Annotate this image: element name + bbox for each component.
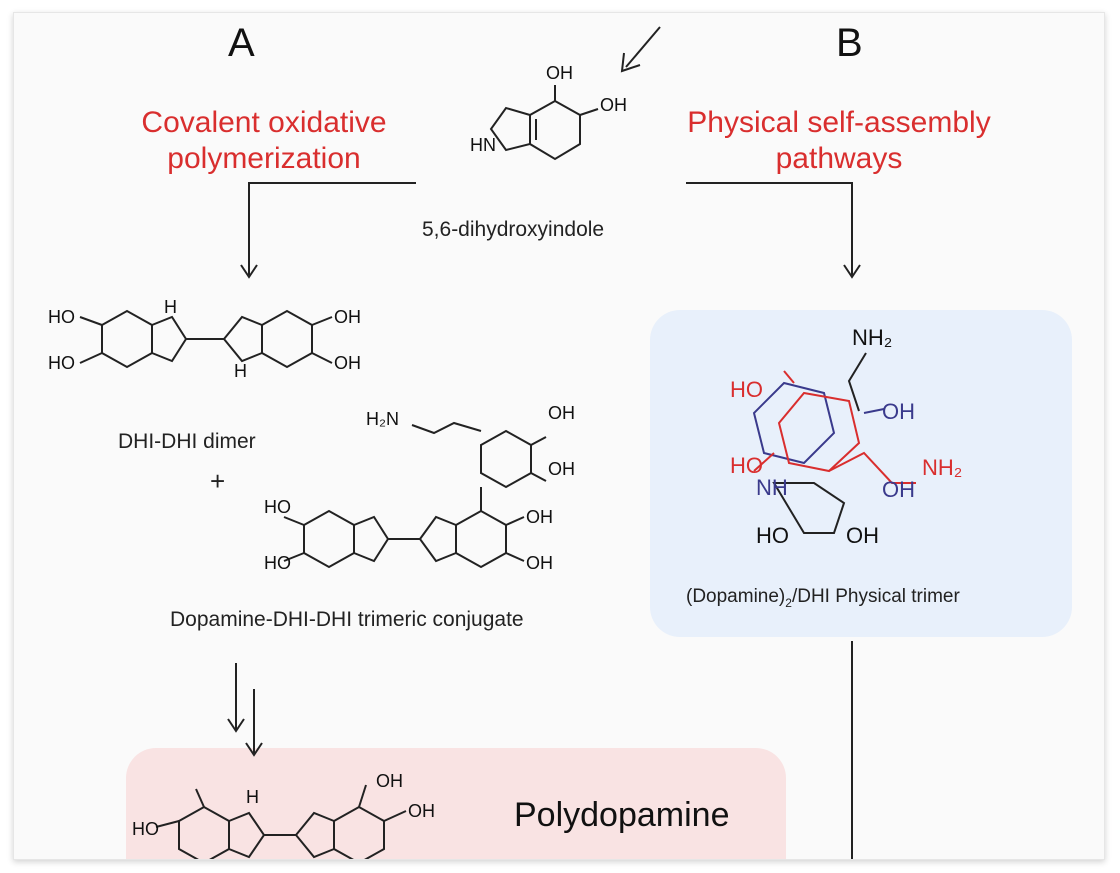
- dimer-oh-1: OH: [334, 307, 361, 327]
- dimer-structure: [79, 309, 333, 369]
- physical-trimer-caption-pre: (Dopamine): [686, 586, 786, 607]
- right-heading-line1: Physical self-assembly: [687, 106, 991, 139]
- pd-ho: HO: [132, 819, 159, 839]
- trimer-h2n: H₂N: [366, 409, 399, 429]
- dhi-oh-1: OH: [546, 63, 573, 83]
- double-arrow-head-1: [227, 718, 245, 733]
- phys-ho-black: HO: [756, 523, 789, 548]
- dimer-caption: DHI-DHI dimer: [118, 430, 256, 453]
- trimer-oh-2: OH: [548, 459, 575, 479]
- trimer-oh-1: OH: [548, 403, 575, 423]
- left-branch-arrowhead: [240, 264, 258, 279]
- physical-trimer-caption: (Dopamine)2/DHI Physical trimer: [686, 587, 960, 609]
- right-branch-line: [686, 182, 853, 275]
- dimer-ho-2: HO: [48, 353, 75, 373]
- right-heading-line2: pathways: [775, 142, 903, 175]
- trimer-ho-2: HO: [264, 553, 291, 573]
- phys-oh-black: OH: [846, 523, 879, 548]
- left-heading-line1: Covalent oxidative: [141, 106, 387, 139]
- right-heading: Physical self-assembly pathways: [674, 105, 1004, 177]
- phys-nh2-red: NH₂: [922, 455, 962, 480]
- right-branch-arrowhead: [843, 264, 861, 279]
- physical-trimer-structure: [752, 352, 916, 534]
- top-arrow-head: [620, 52, 641, 73]
- pd-oh-2: OH: [408, 801, 435, 821]
- dhi-structure: [489, 85, 599, 161]
- polydopamine-box: [126, 748, 786, 859]
- panel-label-a: A: [228, 21, 255, 65]
- phys-nh-blue: NH: [756, 475, 788, 500]
- figure-frame: OH OH HN HO HO H H OH OH H₂N OH OH HO HO…: [13, 12, 1105, 860]
- left-branch-line: [248, 182, 416, 275]
- dimer-h-2: H: [234, 361, 247, 381]
- phys-ho-red-1: HO: [730, 377, 763, 402]
- dhi-oh-2: OH: [600, 95, 627, 115]
- physical-trimer-caption-post: /DHI Physical trimer: [791, 586, 960, 607]
- trimeric-structure: [283, 421, 547, 569]
- polydopamine-structure: [155, 784, 407, 859]
- physical-trimer-caption-sub: 2: [785, 595, 792, 610]
- left-heading-line2: polymerization: [167, 142, 361, 175]
- dhi-hn: HN: [470, 135, 496, 155]
- phys-oh-blue-1: OH: [882, 399, 915, 424]
- trimer-oh-4: OH: [526, 553, 553, 573]
- physical-trimer-box: [650, 310, 1072, 637]
- plus-sign: +: [210, 466, 226, 496]
- trimeric-caption: Dopamine-DHI-DHI trimeric conjugate: [170, 608, 524, 631]
- double-arrow-head-2: [245, 742, 263, 757]
- phys-ho-red-2: HO: [730, 453, 763, 478]
- left-heading: Covalent oxidative polymerization: [124, 105, 404, 177]
- diagram-svg: OH OH HN HO HO H H OH OH H₂N OH OH HO HO…: [48, 26, 962, 859]
- dhi-caption: 5,6-dihydroxyindole: [422, 218, 605, 241]
- top-arrow-line: [625, 26, 661, 68]
- pd-oh-1: OH: [376, 771, 403, 791]
- pd-h: H: [246, 787, 259, 807]
- phys-nh2-top: NH₂: [852, 325, 892, 350]
- dimer-oh-2: OH: [334, 353, 361, 373]
- trimer-ho-1: HO: [264, 497, 291, 517]
- phys-oh-blue-2: OH: [882, 477, 915, 502]
- trimer-oh-3: OH: [526, 507, 553, 527]
- panel-label-b: B: [836, 21, 863, 65]
- dimer-h-1: H: [164, 297, 177, 317]
- dimer-ho-1: HO: [48, 307, 75, 327]
- polydopamine-label: Polydopamine: [514, 796, 730, 834]
